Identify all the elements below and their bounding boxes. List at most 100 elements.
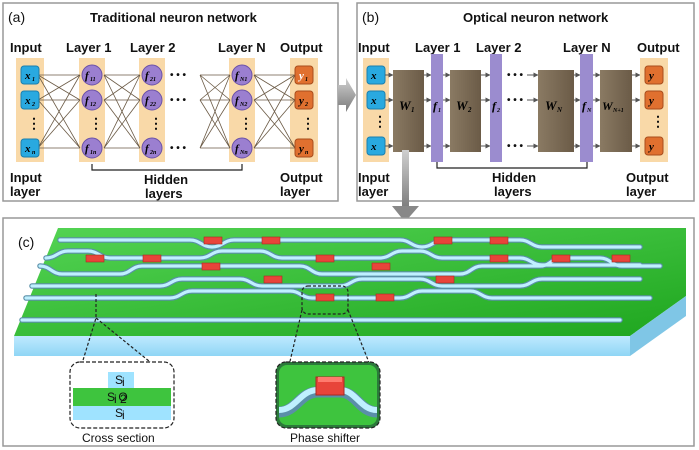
output-node-label: y — [297, 70, 304, 82]
panel-a-output-nodes: y 1 y 2 ⋮ y n — [294, 65, 315, 158]
panel-b-col-layer2: Layer 2 — [476, 40, 522, 55]
horizontal-dots: • • • — [507, 141, 524, 152]
func-sub: 2 — [496, 108, 500, 114]
heater — [435, 275, 455, 284]
cross-section-si-bottom — [73, 406, 171, 420]
hidden-node-label: f — [145, 95, 150, 107]
heater — [315, 254, 335, 263]
panel-a-title: Traditional neuron network — [90, 10, 258, 25]
panel-a-input-layer-label-2: layer — [10, 184, 40, 199]
weight-sub: N — [556, 106, 563, 114]
weight-block — [450, 70, 481, 152]
cross-section-sio2-label: S O — [107, 390, 128, 404]
panel-c-tag: (c) — [18, 234, 34, 250]
func-bar — [431, 54, 443, 162]
hidden-node-sub: 2n — [149, 150, 157, 156]
vertical-dots: ⋮ — [89, 115, 103, 131]
heater — [489, 254, 509, 263]
cross-section-sio2 — [73, 388, 171, 406]
func-label: f — [492, 99, 497, 113]
input-node-sub: n — [32, 150, 36, 156]
panel-a-layern-nodes: f N1 f N2 ⋮ f Nn — [231, 64, 253, 159]
panel-a-layer2-nodes: f 21 f 22 ⋮ f 2n — [141, 64, 163, 159]
panel-b-col-layern: Layer N — [563, 40, 611, 55]
heater — [433, 236, 453, 245]
panel-a-col-layer2: Layer 2 — [130, 40, 176, 55]
panel-a-connections — [37, 74, 296, 149]
panel-b-input-layer-label: Input — [358, 170, 390, 185]
output-node-sub: 2 — [304, 102, 308, 108]
output-node-sub: n — [305, 150, 309, 156]
phase-shifter-zoom-lines — [287, 309, 373, 371]
output-node — [644, 65, 664, 85]
hidden-node-sub: Nn — [239, 150, 248, 156]
output-node — [644, 90, 664, 110]
input-node-label: x — [24, 143, 31, 155]
hidden-node-label: f — [235, 95, 240, 107]
panel-b-input-layer-label-2: layer — [358, 184, 388, 199]
output-node-sub: 1 — [305, 77, 308, 83]
panel-b-col-layer1: Layer 1 — [415, 40, 461, 55]
panel-b: (b) Optical neuron network Input Layer 1… — [356, 2, 695, 202]
heater — [201, 262, 221, 271]
func-label: f — [433, 99, 438, 113]
input-node-sub: 2 — [31, 102, 35, 108]
input-node-label: x — [370, 70, 377, 82]
input-node-label: x — [370, 95, 377, 107]
heater — [85, 254, 105, 263]
hidden-node-label: f — [85, 95, 90, 107]
panel-b-arrows — [385, 72, 641, 149]
cross-section-si-top — [108, 372, 134, 388]
heater — [371, 262, 391, 271]
panel-a-hidden-label-2: layers — [145, 186, 183, 201]
hidden-node-sub: 11 — [90, 77, 96, 83]
hidden-node — [81, 137, 103, 159]
heater — [263, 275, 283, 284]
panel-b-output-layer-label-2: layer — [626, 184, 656, 199]
panel-b-hidden-label: Hidden — [492, 170, 536, 185]
heater — [261, 236, 281, 245]
hidden-node-sub: N1 — [239, 77, 247, 83]
hidden-node-label: f — [235, 70, 240, 82]
horizontal-dots: • • • — [170, 70, 187, 81]
panel-b-title: Optical neuron network — [463, 10, 609, 25]
input-node-label: x — [370, 141, 377, 153]
heater — [611, 254, 631, 263]
weight-sub: N+1 — [612, 108, 624, 114]
phase-shifter-inset — [275, 361, 381, 429]
panel-a-input-nodes: x 1 x 2 ⋮ x n — [20, 65, 41, 158]
panel-a-col-layer1: Layer 1 — [66, 40, 112, 55]
vertical-dots: ⋮ — [239, 115, 253, 131]
phase-shifter-heater-top — [318, 377, 342, 382]
hidden-layers-bracket — [91, 164, 243, 171]
vertical-dots: ⋮ — [373, 113, 387, 129]
hidden-node — [81, 64, 103, 86]
cross-section-label: Cross section — [82, 431, 155, 445]
cross-section-inset: S i S O i 2 S i — [69, 361, 175, 429]
cross-section-si-top-sub: i — [122, 375, 125, 389]
vertical-dots: ⋮ — [27, 115, 41, 131]
output-node-label: y — [647, 141, 654, 153]
cross-section-si-top-label: S — [115, 373, 123, 387]
weight-sub: 1 — [411, 106, 415, 114]
output-node-label: y — [647, 95, 654, 107]
cross-section-sio2-sub: i 2 — [114, 392, 127, 406]
panel-b-col-input: Input — [358, 40, 390, 55]
hidden-node-sub: 22 — [149, 102, 156, 108]
hidden-node-sub: 21 — [149, 77, 156, 83]
vertical-dots: ⋮ — [651, 113, 665, 129]
horizontal-dots: • • • — [507, 70, 524, 81]
panel-a-tag: (a) — [8, 9, 25, 25]
output-node-label: y — [297, 95, 304, 107]
panel-a-frame — [2, 2, 339, 202]
panel-a-input-layer-label: Input — [10, 170, 42, 185]
weight-label: W — [399, 98, 412, 113]
output-node — [294, 90, 314, 110]
waveguides — [19, 237, 663, 323]
vertical-dots: ⋮ — [149, 115, 163, 131]
cross-section-zoom-lines — [79, 294, 161, 371]
func-sub: N — [586, 108, 592, 114]
chip-right-side — [630, 296, 686, 356]
hidden-node — [231, 137, 253, 159]
weight-label: W — [545, 98, 558, 113]
